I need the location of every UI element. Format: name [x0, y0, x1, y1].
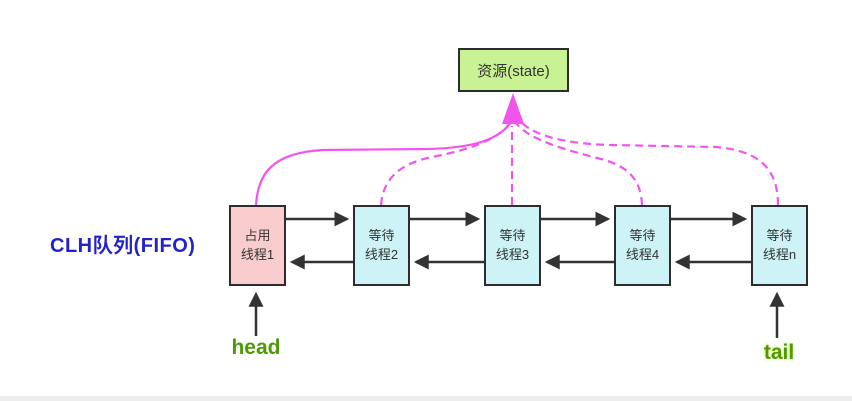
queue-link-arrows: [286, 211, 751, 270]
node-label: 等待 线程3: [495, 227, 530, 262]
node-occupying-thread1: 占用 线程1: [229, 205, 286, 286]
node-waiting-thread3: 等待 线程3: [484, 205, 541, 286]
node-waiting-threadn: 等待 线程n: [751, 205, 808, 286]
spin-arrowhead-icon: [502, 93, 524, 124]
node-waiting-thread2: 等待 线程2: [353, 205, 410, 286]
spin-arrow-node1: [254, 121, 512, 206]
node-waiting-thread4: 等待 线程4: [614, 205, 671, 286]
resource-label: 资源(state): [477, 62, 550, 80]
node-label: 等待 线程n: [762, 227, 797, 262]
spin-arrow-node4: [515, 122, 644, 206]
spin-arrow-node2: [379, 122, 511, 206]
node-label: 等待 线程4: [625, 227, 660, 262]
node-label: 占用 线程1: [240, 227, 275, 262]
resource-box: 资源(state): [458, 48, 569, 92]
spin-arrow-noden: [518, 119, 780, 206]
bottom-edge-strip: [0, 396, 852, 401]
node-label: 等待 线程2: [364, 227, 399, 262]
tail-pointer-label: tail: [763, 341, 795, 364]
queue-title: CLH队列(FIFO): [50, 235, 196, 257]
pointer-arrows: [248, 291, 785, 338]
head-pointer-label: head: [231, 336, 281, 359]
spin-on-resource-arrows: [254, 93, 780, 206]
